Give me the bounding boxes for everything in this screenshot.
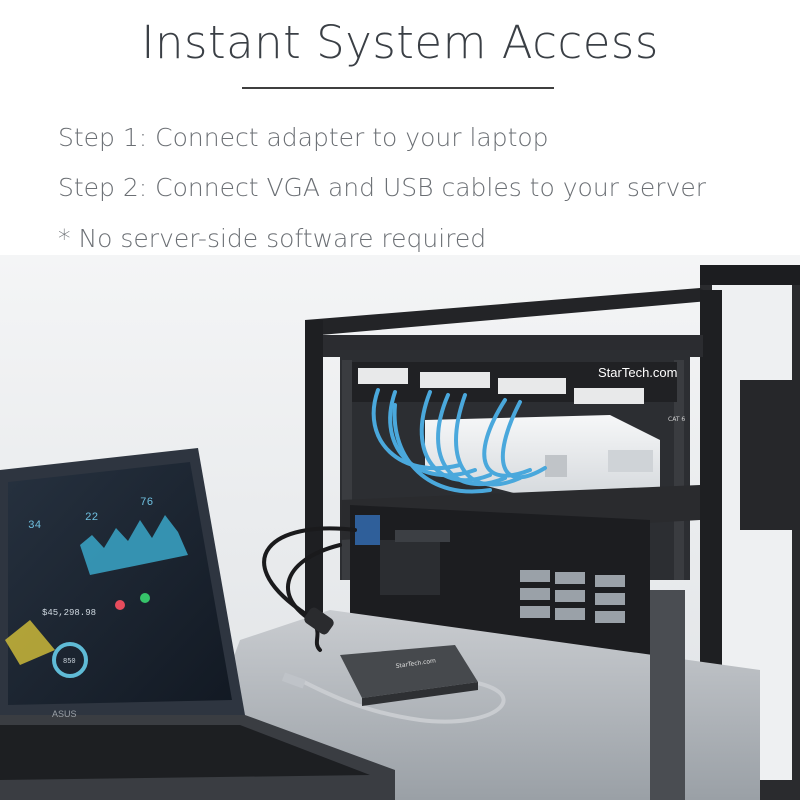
kvm-cables bbox=[262, 526, 506, 724]
title-underline bbox=[242, 87, 554, 89]
step-2-text: Step 2: Connect VGA and USB cables to yo… bbox=[58, 173, 707, 202]
svg-text:76: 76 bbox=[140, 497, 153, 509]
cat6-label: CAT 6 bbox=[668, 416, 685, 423]
ferrite-bead bbox=[304, 607, 334, 635]
step-1-text: Step 1: Connect adapter to your laptop bbox=[58, 123, 549, 152]
laptop-brand: ASUS bbox=[52, 709, 77, 719]
patch-cables bbox=[371, 388, 547, 494]
svg-text:34: 34 bbox=[28, 520, 42, 532]
rack-brand-logo: StarTech.com bbox=[598, 365, 677, 380]
laptop: 34 22 76 $45,298.98 850 ASUS bbox=[0, 448, 395, 800]
usb-plug bbox=[281, 672, 306, 689]
kvm-adapter: StarTech.com bbox=[340, 645, 478, 706]
laptop-dashboard: 34 22 76 $45,298.98 850 bbox=[5, 497, 188, 678]
note-text: * No server-side software required bbox=[58, 224, 487, 253]
patch-panel: CAT 6 StarTech.com bbox=[352, 362, 685, 423]
rack-server bbox=[350, 505, 650, 660]
svg-text:$45,298.98: $45,298.98 bbox=[42, 608, 96, 618]
product-photo: CAT 6 StarTech.com bbox=[0, 255, 800, 800]
page-title: Instant System Access bbox=[141, 16, 659, 69]
svg-text:22: 22 bbox=[85, 512, 98, 524]
svg-text:850: 850 bbox=[63, 658, 76, 666]
